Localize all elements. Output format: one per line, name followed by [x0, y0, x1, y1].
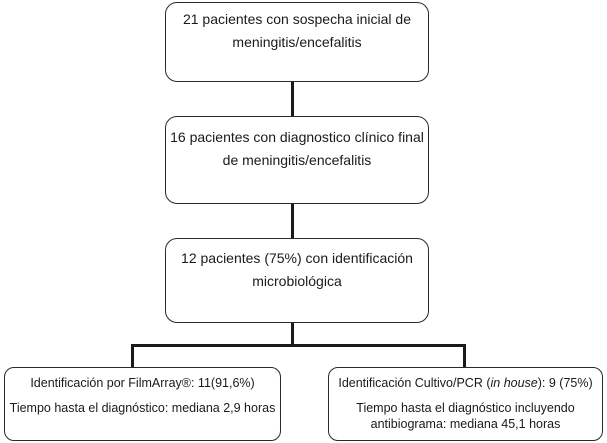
- connector-box3-split: [291, 322, 294, 346]
- connector-box2-box3: [291, 204, 294, 238]
- connector-horizontal-branch: [131, 344, 466, 347]
- flow-node-filmarray: Identificación por FilmArray®: 11(91,6%)…: [4, 367, 281, 441]
- node-text-line: antibiograma: mediana 45,1 horas: [370, 417, 561, 431]
- node-text-line: Identificación por FilmArray®: 11(91,6%): [30, 376, 255, 390]
- flow-node-microbiological-identification: 12 pacientes (75%) con identificación mi…: [165, 238, 429, 323]
- node-text-italic: in house: [490, 376, 538, 390]
- node-text-line: Tiempo hasta el diagnóstico: mediana 2,9…: [9, 401, 276, 415]
- node-text-line: 16 pacientes con diagnostico clínico fin…: [170, 129, 424, 145]
- node-text-line: Tiempo hasta el diagnóstico incluyendo: [356, 401, 575, 415]
- node-text-line: Identificación Cultivo/PCR (in house): 9…: [329, 375, 602, 391]
- node-text-part: ): 9 (75%): [537, 376, 593, 390]
- node-text-line: 21 pacientes con sospecha inicial de: [182, 11, 412, 27]
- node-text-line: microbiológica: [252, 273, 342, 289]
- connector-box1-box2: [291, 81, 294, 116]
- flow-node-final-diagnosis: 16 pacientes con diagnostico clínico fin…: [165, 116, 429, 204]
- connector-to-box4: [131, 344, 134, 367]
- flow-node-culture-pcr: Identificación Cultivo/PCR (in house): 9…: [328, 367, 603, 441]
- node-text-line: meningitis/encefalitis: [232, 34, 362, 50]
- flow-node-initial-suspicion: 21 pacientes con sospecha inicial de men…: [165, 2, 429, 82]
- node-text-line: de meningitis/encefalitis: [222, 152, 372, 168]
- node-text-line: 12 pacientes (75%) con identificación: [181, 250, 413, 266]
- connector-to-box5: [463, 344, 466, 367]
- node-text-part: Identificación Cultivo/PCR (: [338, 376, 491, 390]
